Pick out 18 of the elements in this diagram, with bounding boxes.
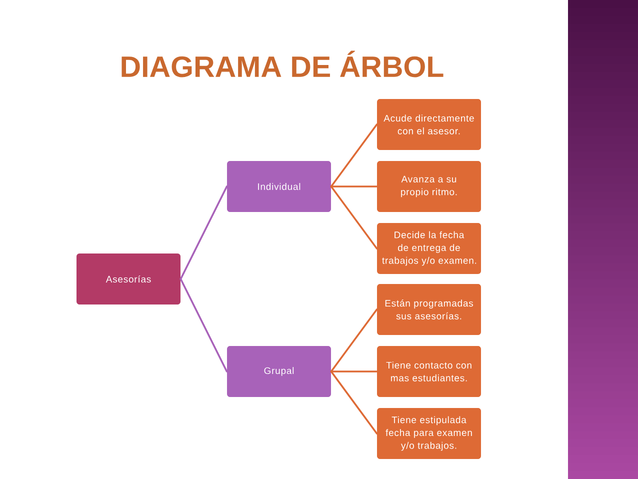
connector-line <box>330 186 378 188</box>
connector-line <box>180 186 228 280</box>
leaf-box: Acude directamente con el asesor. <box>377 99 481 150</box>
leaf-box: Decide la fecha de entrega de trabajos y/o examen. <box>377 223 481 274</box>
connector-line <box>330 186 378 250</box>
leaf-box: Avanza a su propio ritmo. <box>377 161 481 212</box>
connector-line <box>330 124 378 188</box>
leaf-box: Están programadas sus asesorías. <box>377 284 481 335</box>
title: DIAGRAMA DE ÁRBOL <box>122 50 444 78</box>
connector-line <box>180 278 228 372</box>
leaf-box: Tiene estipulada fecha para examen y/o trabajos. <box>377 408 481 459</box>
connector-line <box>330 370 378 434</box>
connector-line <box>330 370 378 372</box>
root-box: Asesorías <box>76 254 180 304</box>
connector-line <box>330 308 378 372</box>
leaf-box: Tiene contacto con mas estudiantes. <box>377 346 481 397</box>
branch-box: Grupal <box>227 346 331 397</box>
branch-box: Individual <box>227 161 331 212</box>
